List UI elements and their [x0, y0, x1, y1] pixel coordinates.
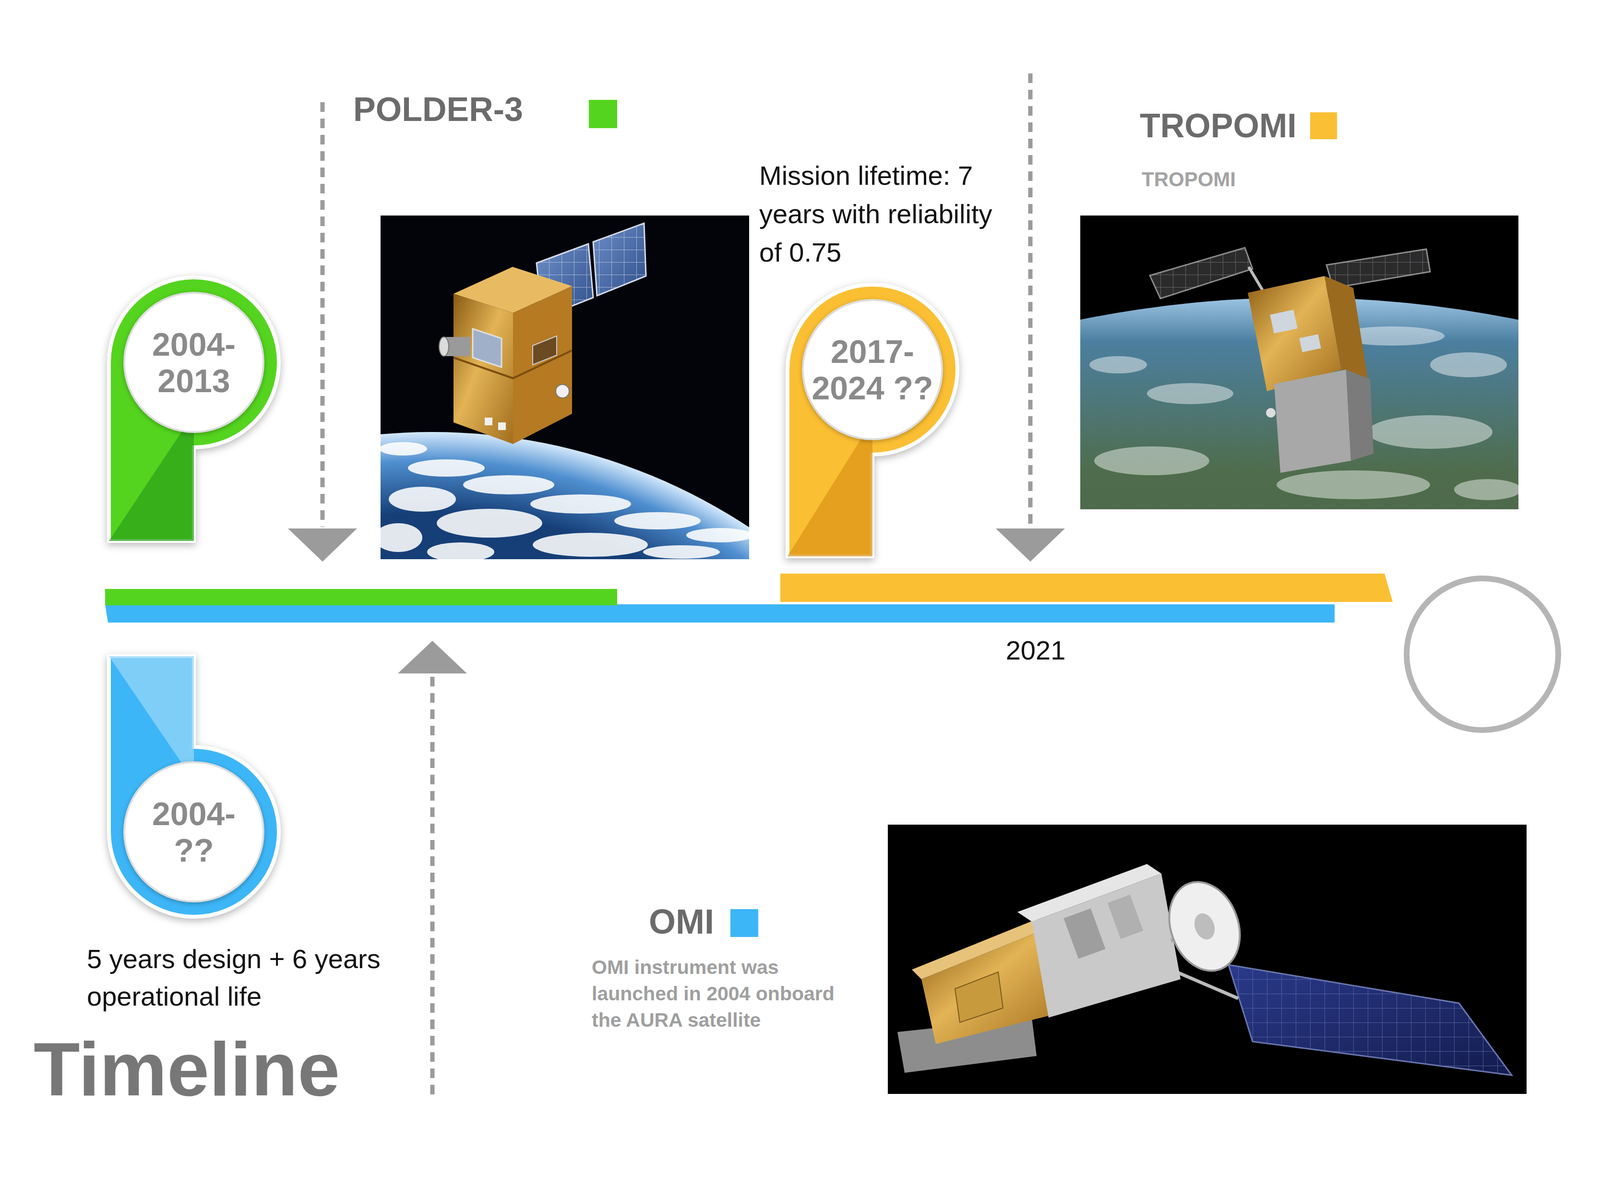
pin-body: [108, 656, 279, 917]
label-holder: TROPOMI: [1141, 167, 1236, 192]
pin-shape: [787, 284, 958, 557]
instrument-name: OMI: [648, 901, 715, 942]
pin-shade: [108, 656, 194, 781]
legend-text-holder: POLDER-3: [353, 90, 524, 130]
title-holder: Timeline: [33, 1025, 340, 1113]
year-range: 2004- 2013: [130, 325, 258, 399]
legend-swatch: [588, 99, 618, 129]
pin-body: [787, 284, 958, 557]
pin-body: [108, 277, 279, 541]
pin-shape: [108, 277, 279, 541]
pin-label-holder: 2004- 2013: [108, 277, 279, 448]
pin-shape: [108, 656, 279, 917]
label-holder: Mission lifetime: 7 years with reliabili…: [759, 156, 1009, 272]
year-range: 2004- ??: [130, 795, 258, 869]
mission-note: Mission lifetime: 7 years with reliabili…: [759, 156, 1009, 272]
label-holder: OMI instrument was launched in 2004 onbo…: [591, 954, 861, 1034]
label-holder: 2021: [1005, 634, 1066, 666]
instrument-subtitle: TROPOMI: [1141, 167, 1236, 192]
pin-face: [124, 762, 264, 902]
pin-shade: [787, 420, 873, 557]
instrument-name: TROPOMI: [1139, 106, 1297, 146]
pin-shade: [108, 413, 194, 541]
legend-swatch: [730, 908, 759, 937]
pin-face: [802, 299, 943, 440]
timeline-pin: 2004- ??: [108, 656, 279, 917]
year-label: 2021: [1005, 634, 1066, 666]
instrument-name: POLDER-3: [353, 90, 524, 130]
timeline-pin: 2004- 2013: [108, 277, 279, 541]
pin-label-holder: 2004- ??: [108, 746, 279, 917]
timeline-pin: 2017- 2024 ??: [787, 284, 958, 557]
legend-swatch: [1310, 112, 1338, 140]
instrument-note: OMI instrument was launched in 2004 onbo…: [591, 954, 861, 1034]
pin-label-holder: 2017- 2024 ??: [787, 284, 958, 455]
legend-text-holder: TROPOMI: [1139, 106, 1297, 146]
label-holder: 5 years design + 6 years operational lif…: [86, 940, 414, 1015]
pin-face: [124, 292, 264, 432]
year-range: 2017- 2024 ??: [809, 333, 936, 406]
legend-text-holder: OMI: [648, 901, 715, 942]
design-life-note: 5 years design + 6 years operational lif…: [86, 940, 414, 1015]
page-title: Timeline: [33, 1025, 340, 1113]
